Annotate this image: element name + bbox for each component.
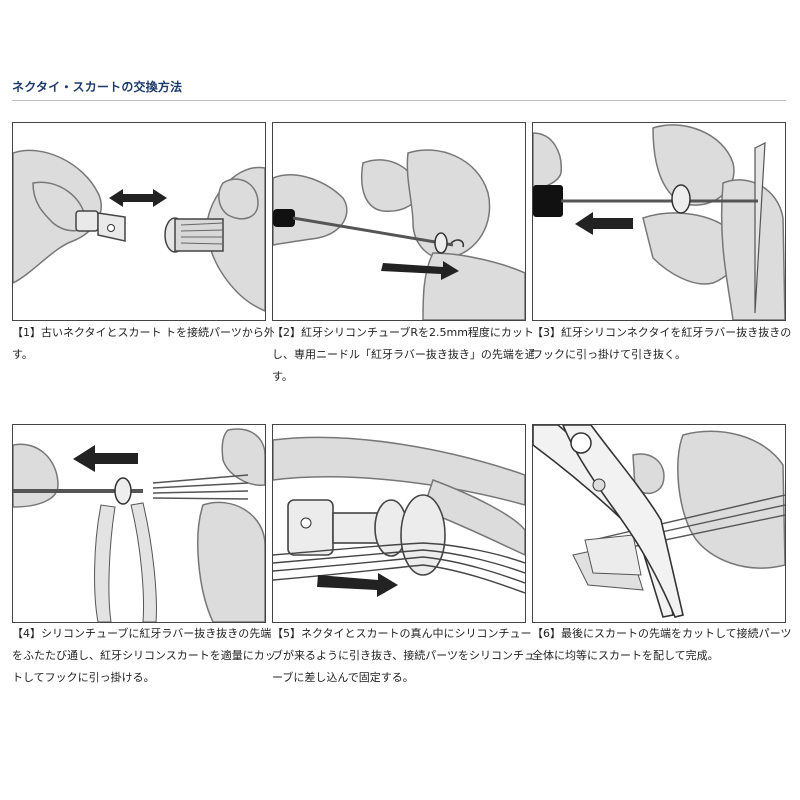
step-1-caption-line-2: す。 — [12, 348, 33, 361]
step-4-caption-line-1: 【4】シリコンチューブに紅牙ラバー抜き抜きの先端 — [12, 627, 272, 640]
step-6-illustration — [532, 424, 786, 623]
step-6-caption-line-2: 全体に均等にスカートを配して完成。 — [532, 649, 719, 662]
title-divider — [12, 100, 786, 101]
page-title: ネクタイ・スカートの交換方法 — [12, 80, 183, 94]
step-4-caption-line-3: トしてフックに引っ掛ける。 — [12, 671, 155, 684]
step-1-caption-line-1: 【1】古いネクタイとスカート トを接続パーツから外 — [12, 326, 274, 339]
step-4-caption-line-2: をふたたび通し、紅牙シリコンスカートを適量にカッ — [12, 649, 274, 662]
step-3-caption-line-2: フックに引っ掛けて引き抜く。 — [532, 348, 686, 361]
step-3-drawing — [533, 124, 785, 320]
step-3-caption-line-1: 【3】紅牙シリコンネクタイを紅牙ラバー抜き抜きの — [532, 326, 792, 339]
step-5-caption-line-1: 【5】ネクタイとスカートの真ん中にシリコンチュー — [272, 627, 532, 640]
step-1-caption: 【1】古いネクタイとスカート トを接続パーツから外 す。 — [12, 322, 274, 366]
step-6-caption-line-1: 【6】最後にスカートの先端をカットして接続パーツ — [532, 627, 792, 640]
step-2-caption-line-3: す。 — [272, 370, 293, 383]
step-3-caption: 【3】紅牙シリコンネクタイを紅牙ラバー抜き抜きの フックに引っ掛けて引き抜く。 — [532, 322, 794, 366]
step-2-drawing — [273, 149, 525, 320]
step-5-caption-line-2: ブが来るように引き抜き、接続パーツをシリコンチュ — [272, 649, 534, 662]
step-4-illustration — [12, 424, 266, 623]
step-1-illustration — [12, 122, 266, 321]
step-3-illustration — [532, 122, 786, 321]
step-6-drawing — [533, 425, 785, 618]
step-1-drawing — [13, 149, 265, 312]
step-4-drawing — [13, 428, 265, 622]
step-2-caption-line-1: 【2】紅牙シリコンチューブRを2.5mm程度にカット — [272, 326, 534, 339]
step-6-caption: 【6】最後にスカートの先端をカットして接続パーツ 全体に均等にスカートを配して完… — [532, 623, 794, 667]
step-5-caption: 【5】ネクタイとスカートの真ん中にシリコンチュー ブが来るように引き抜き、接続パ… — [272, 623, 534, 689]
step-2-caption: 【2】紅牙シリコンチューブRを2.5mm程度にカット し、専用ニードル「紅牙ラバ… — [272, 322, 534, 388]
step-2-caption-line-2: し、専用ニードル「紅牙ラバー抜き抜き」の先端を通 — [272, 348, 534, 361]
step-4-caption: 【4】シリコンチューブに紅牙ラバー抜き抜きの先端 をふたたび通し、紅牙シリコンス… — [12, 623, 274, 689]
step-5-caption-line-3: ーブに差し込んで固定する。 — [272, 671, 414, 684]
step-5-drawing — [273, 436, 525, 597]
step-5-illustration — [272, 424, 526, 623]
step-2-illustration — [272, 122, 526, 321]
